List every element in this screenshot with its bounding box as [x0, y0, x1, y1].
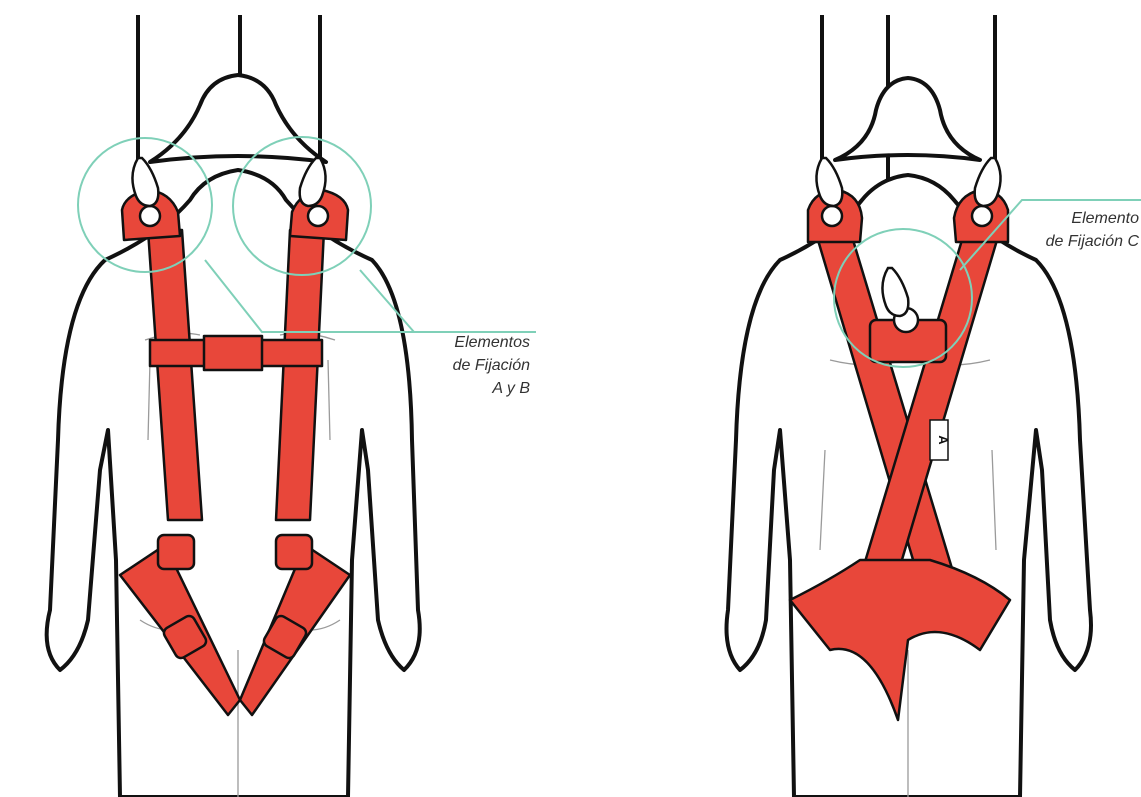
callout-ab-line2: de Fijación: [453, 354, 530, 377]
front-figure: [47, 15, 536, 797]
callout-ab-line3: A y B: [453, 377, 530, 400]
callout-c-line2: de Fijación C: [1046, 230, 1139, 253]
callout-c-line1: Elemento: [1046, 207, 1139, 230]
front-helmet: [150, 75, 326, 162]
callout-elemento-fijacion-c: Elemento de Fijación C: [1046, 207, 1139, 253]
callout-ab-line1: Elementos: [453, 331, 530, 354]
callout-elementos-fijacion-ab: Elementos de Fijación A y B: [453, 331, 530, 400]
back-figure: A: [727, 15, 1141, 797]
harness-tag-letter: A: [936, 435, 951, 445]
back-helmet: [835, 78, 980, 160]
